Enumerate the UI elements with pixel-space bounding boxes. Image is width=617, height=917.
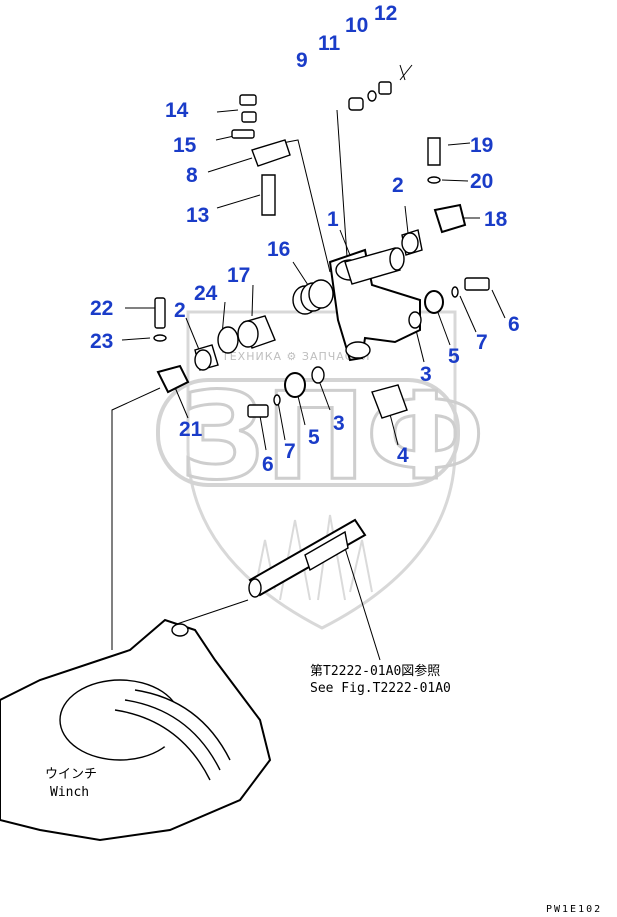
part-22-23-bolt	[153, 297, 167, 342]
callouts: 1 2 2 3 3 4 5 5 6 6 7 7 8 9 10 11 12 13 …	[90, 2, 520, 476]
callout-22: 22	[90, 297, 113, 320]
callout-5: 5	[308, 426, 320, 449]
watermark: ЗПФ ТЕХНИКА ⚙ ЗАПЧАСТИ	[156, 310, 486, 630]
part-bolt-14-15-8-13	[231, 94, 291, 216]
callout-4: 4	[397, 444, 409, 467]
watermark-shield	[186, 310, 457, 630]
callout-20: 20	[470, 170, 493, 193]
watermark-caption: ТЕХНИКА ⚙ ЗАПЧАСТИ	[221, 350, 370, 363]
callout-12: 12	[374, 2, 397, 25]
drawing-code: PW1E102	[546, 904, 602, 915]
callout-5: 5	[448, 345, 460, 368]
callout-21: 21	[179, 418, 203, 441]
callout-7: 7	[476, 331, 488, 354]
callout-10: 10	[345, 14, 368, 37]
callout-24: 24	[194, 282, 218, 305]
callout-3: 3	[333, 412, 345, 435]
part-17-bushing	[237, 315, 276, 349]
part-4-pipe	[371, 384, 408, 419]
callout-1: 1	[327, 208, 339, 231]
callout-6: 6	[508, 313, 520, 336]
callout-2: 2	[392, 174, 404, 197]
callout-9: 9	[296, 49, 308, 72]
part-shaft	[248, 518, 367, 598]
part-lower-stack	[247, 366, 325, 418]
callout-8: 8	[186, 164, 198, 187]
part-18-19-20	[427, 137, 467, 234]
callout-18: 18	[484, 208, 508, 231]
watermark-logo-frame	[156, 378, 460, 487]
callout-19: 19	[470, 134, 493, 157]
callout-14: 14	[165, 99, 189, 122]
winch-label-jp: ウインチ	[45, 767, 97, 782]
callout-2: 2	[174, 299, 186, 322]
callout-23: 23	[90, 330, 113, 353]
callout-15: 15	[173, 134, 197, 157]
part-bushing-2-upper	[401, 229, 423, 256]
callout-16: 16	[267, 238, 290, 261]
watermark-logo-text: ЗПФ	[180, 368, 485, 507]
winch-label-en: Winch	[50, 785, 89, 800]
part-bushing-5-right	[408, 277, 490, 329]
part-24-ring	[217, 326, 239, 354]
leader-lines	[111, 64, 506, 661]
callout-3: 3	[420, 363, 432, 386]
part-bolt-9-10-11-12	[348, 64, 413, 111]
part-21-bracket	[156, 364, 190, 394]
winch-assembly	[0, 618, 272, 842]
reference-en: See Fig.T2222-01A0	[310, 681, 451, 696]
callout-11: 11	[318, 32, 341, 55]
part-2-bushing-left	[194, 344, 219, 371]
callout-17: 17	[227, 264, 250, 287]
figure-reference: 第T2222-01A0図参照 See Fig.T2222-01A0	[310, 663, 451, 696]
callout-7: 7	[284, 440, 296, 463]
part-pipe-upper	[344, 247, 405, 285]
callout-13: 13	[186, 204, 209, 227]
callout-6: 6	[262, 453, 274, 476]
winch-label: ウインチ Winch	[45, 767, 97, 800]
reference-jp: 第T2222-01A0図参照	[310, 663, 440, 679]
part-16-spring	[292, 279, 334, 315]
